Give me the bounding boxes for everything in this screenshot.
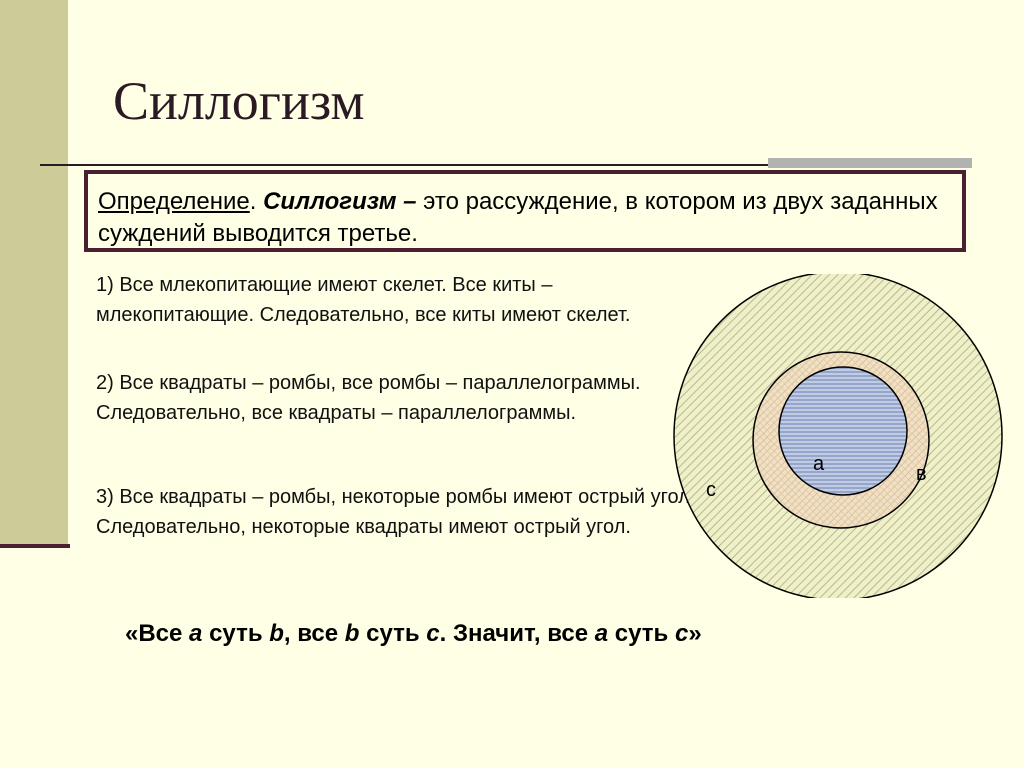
inner-circle-a <box>778 366 908 496</box>
euler-diagram: а в с <box>673 274 1003 598</box>
definition-label: Определение <box>98 188 250 215</box>
rule-text: «Все <box>125 620 190 647</box>
label-a: а <box>813 453 825 475</box>
example-3: 3) Все квадраты – ромбы, некоторые ромбы… <box>96 486 696 538</box>
rule-var-b: b <box>344 620 360 647</box>
left-accent-line <box>0 544 70 548</box>
rule-text: . Значит, все <box>439 620 595 647</box>
label-c: с <box>706 479 716 501</box>
syllogism-rule: «Все a суть b, все b суть c. Значит, все… <box>125 620 702 648</box>
rule-var-a: a <box>594 620 609 647</box>
definition-box: Определение. Силлогизм – это рассуждение… <box>84 170 966 252</box>
label-b: в <box>916 463 927 485</box>
rule-text: суть <box>608 620 675 647</box>
title-accent-bar <box>768 158 972 168</box>
rule-text: , все <box>283 620 345 647</box>
rule-var-c: c <box>674 620 689 647</box>
definition-term: Силлогизм – <box>263 188 417 215</box>
left-accent-bar <box>0 0 68 548</box>
rule-var-b: b <box>269 620 284 647</box>
definition-text: это рассуждение, в котором из двух задан… <box>98 188 938 247</box>
example-2: 2) Все квадраты – ромбы, все ромбы – пар… <box>96 372 641 424</box>
rule-var-a: a <box>189 620 203 647</box>
rule-var-c: c <box>426 620 440 647</box>
rule-text: суть <box>359 620 427 647</box>
rule-text: » <box>688 620 702 647</box>
example-1: 1) Все млекопитающие имеют скелет. Все к… <box>96 274 631 326</box>
page-title: Силлогизм <box>113 71 365 131</box>
definition-dot: . <box>249 188 264 215</box>
rule-text: суть <box>202 620 270 647</box>
title-divider <box>40 164 972 166</box>
